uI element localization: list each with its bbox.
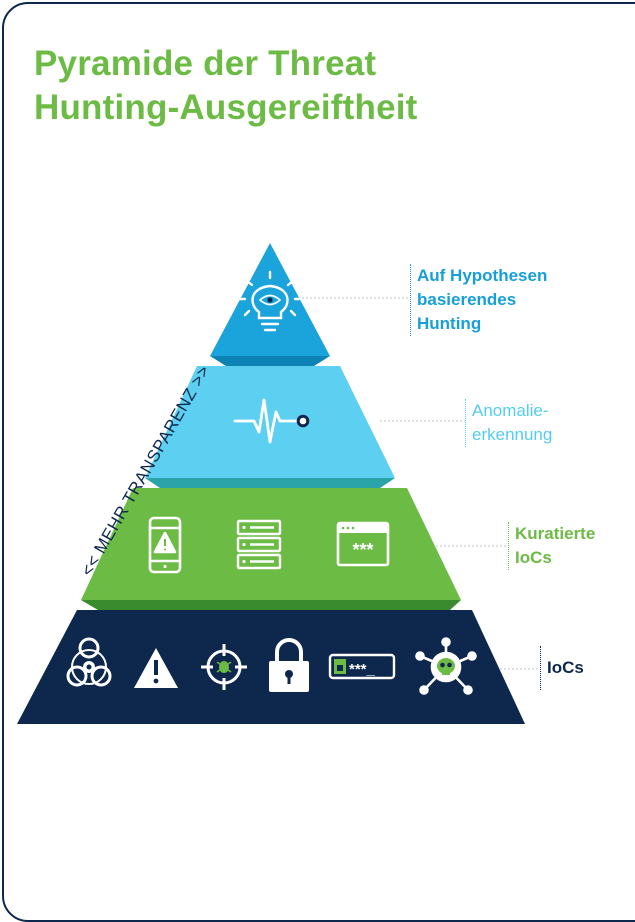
label-line: Auf Hypothesen — [417, 266, 548, 285]
warning-icon — [134, 648, 178, 688]
browser-password-icon: *** — [336, 521, 390, 567]
password-field-icon: ***_ — [328, 653, 396, 680]
label-line: IoCs — [515, 548, 552, 567]
padlock-icon — [269, 638, 309, 692]
label-line: Anomalie- — [472, 401, 549, 420]
tier-hypothesis — [210, 243, 330, 366]
title-line-1: Pyramide der Threat — [34, 44, 377, 83]
label-line: Hunting — [417, 314, 482, 333]
page-title: Pyramide der Threat Hunting-Ausgereifthe… — [34, 42, 418, 130]
maturity-pyramid: *** — [17, 243, 540, 724]
tier-anomaly — [145, 366, 395, 488]
label-iocs: IoCs — [540, 646, 584, 690]
label-line: Kuratierte — [515, 524, 596, 543]
connector-lines — [302, 297, 540, 670]
tier-iocs: ***_ — [17, 610, 525, 724]
svg-text:***: *** — [352, 540, 373, 560]
label-line: erkennung — [472, 425, 553, 444]
server-list-icon — [236, 519, 282, 570]
tier-curated-iocs: *** — [81, 488, 461, 610]
target-bug-icon — [201, 644, 247, 690]
title-line-2: Hunting-Ausgereiftheit — [34, 88, 418, 127]
mobile-warning-icon — [148, 516, 182, 574]
label-anomaly-detection: Anomalie- erkennung — [465, 399, 552, 447]
label-hypothesis-hunting: Auf Hypothesen basierendes Hunting — [410, 264, 547, 336]
svg-text:***_: ***_ — [349, 661, 376, 678]
label-line: IoCs — [547, 658, 584, 677]
virus-skull-icon — [415, 637, 477, 695]
heartbeat-icon — [233, 398, 310, 444]
lightbulb-eye-icon — [238, 270, 302, 332]
label-line: basierendes — [417, 290, 517, 309]
label-curated-iocs: Kuratierte IoCs — [508, 522, 595, 570]
biohazard-icon — [66, 637, 112, 687]
